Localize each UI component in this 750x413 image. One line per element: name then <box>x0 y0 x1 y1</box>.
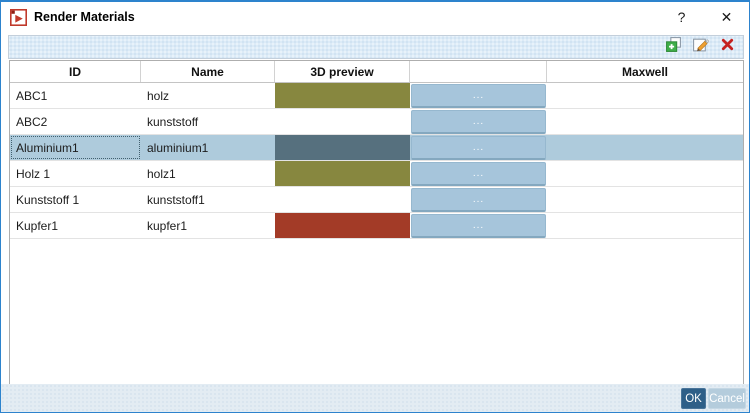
table-row[interactable]: ABC2 kunststoff ... <box>10 109 743 135</box>
more-button[interactable]: ... <box>411 83 546 108</box>
add-material-button[interactable] <box>664 36 682 58</box>
cancel-button[interactable]: Cancel <box>708 388 746 409</box>
cell-name[interactable]: kupfer1 <box>147 218 188 233</box>
table-row-selected[interactable]: Aluminium1 aluminium1 ... <box>10 135 743 161</box>
more-button[interactable]: ... <box>411 135 546 160</box>
cell-id[interactable]: Kupfer1 <box>16 218 59 233</box>
delete-material-icon <box>720 37 735 57</box>
materials-table: ID Name 3D preview Maxwell ABC1 holz ...… <box>9 60 744 386</box>
cell-edit: ... <box>410 135 547 160</box>
cell-3d-preview <box>275 83 410 108</box>
more-button[interactable]: ... <box>411 161 546 186</box>
cell-edit: ... <box>410 161 547 186</box>
cell-maxwell[interactable] <box>547 161 743 186</box>
materials-toolbar <box>8 35 744 59</box>
cell-3d-preview <box>275 109 410 134</box>
cell-id[interactable]: ABC1 <box>16 88 48 103</box>
material-preview-swatch <box>275 161 410 186</box>
column-header-3d-preview[interactable]: 3D preview <box>275 61 410 82</box>
cell-maxwell[interactable] <box>547 213 743 238</box>
close-button[interactable]: ✕ <box>720 8 733 25</box>
table-header: ID Name 3D preview Maxwell <box>10 61 743 83</box>
cell-maxwell[interactable] <box>547 109 743 134</box>
column-header-maxwell[interactable]: Maxwell <box>621 64 669 79</box>
cell-3d-preview <box>275 161 410 186</box>
cell-name[interactable]: aluminium1 <box>147 140 209 155</box>
cell-name[interactable]: holz <box>147 88 170 103</box>
material-preview-swatch <box>275 83 410 108</box>
add-material-icon <box>665 36 682 58</box>
cell-id[interactable]: Aluminium1 <box>10 135 141 160</box>
cell-maxwell[interactable] <box>547 187 743 212</box>
ok-button[interactable]: OK <box>681 388 706 409</box>
edit-material-icon <box>692 36 709 58</box>
cell-edit: ... <box>410 109 547 134</box>
material-preview-swatch <box>275 109 410 134</box>
titlebar: Render Materials ? ✕ <box>1 2 749 32</box>
more-button[interactable]: ... <box>411 213 546 238</box>
more-button[interactable]: ... <box>411 109 546 134</box>
cell-3d-preview <box>275 135 410 160</box>
cell-edit: ... <box>410 83 547 108</box>
edit-material-button[interactable] <box>691 38 709 56</box>
cell-id[interactable]: Kunststoff 1 <box>16 192 80 207</box>
cell-edit: ... <box>410 213 547 238</box>
cell-name[interactable]: kunststoff1 <box>147 192 205 207</box>
more-button[interactable]: ... <box>411 187 546 212</box>
cell-name[interactable]: kunststoff <box>147 114 199 129</box>
app-icon <box>10 8 27 26</box>
material-preview-swatch <box>275 187 410 212</box>
material-preview-swatch <box>275 213 410 238</box>
table-row[interactable]: ABC1 holz ... <box>10 83 743 109</box>
dialog-footer: OK Cancel <box>1 384 749 412</box>
column-header-id[interactable]: ID <box>10 61 141 82</box>
table-row[interactable]: Holz 1 holz1 ... <box>10 161 743 187</box>
help-button[interactable]: ? <box>677 9 686 25</box>
table-row[interactable]: Kupfer1 kupfer1 ... <box>10 213 743 239</box>
table-row[interactable]: Kunststoff 1 kunststoff1 ... <box>10 187 743 213</box>
cell-id[interactable]: Holz 1 <box>16 166 51 181</box>
window-title: Render Materials <box>34 10 135 24</box>
column-header-edit[interactable] <box>410 61 547 82</box>
column-header-name[interactable]: Name <box>141 61 275 82</box>
material-preview-swatch <box>275 135 410 160</box>
cell-name[interactable]: holz1 <box>147 166 176 181</box>
cell-id[interactable]: ABC2 <box>16 114 48 129</box>
delete-material-button[interactable] <box>718 38 736 56</box>
caption-buttons: ? ✕ <box>659 2 749 32</box>
cell-edit: ... <box>410 187 547 212</box>
cell-3d-preview <box>275 187 410 212</box>
cell-maxwell[interactable] <box>547 135 743 160</box>
cell-maxwell[interactable] <box>547 83 743 108</box>
cell-3d-preview <box>275 213 410 238</box>
